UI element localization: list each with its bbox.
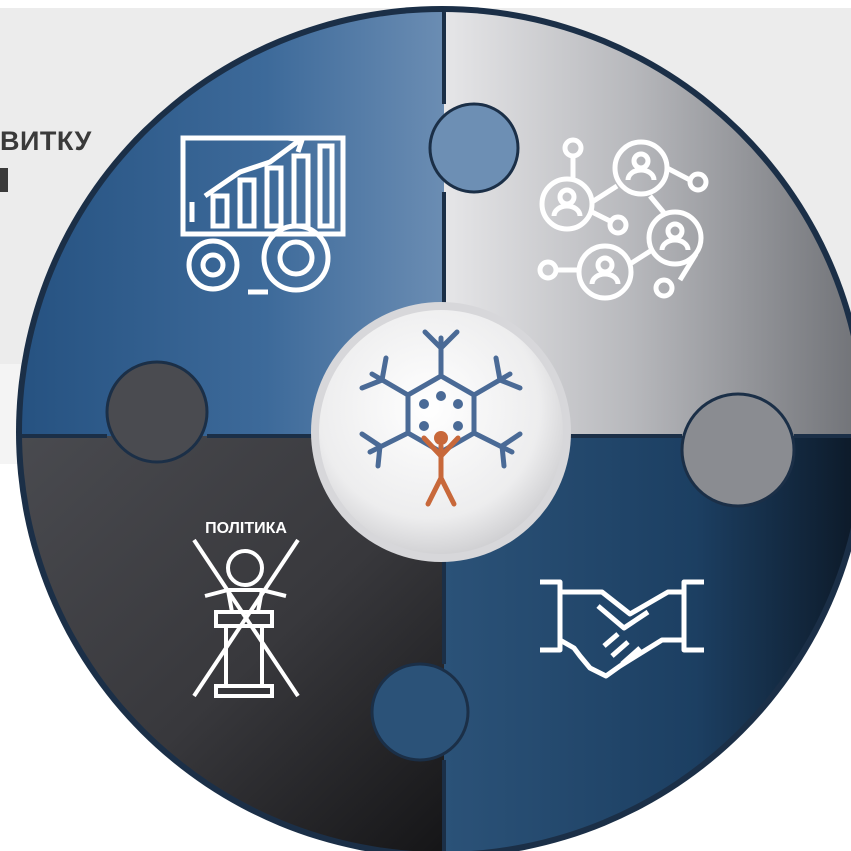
crossed-out-politician-icon [192, 538, 300, 698]
handshake-icon [540, 579, 704, 679]
tab-top [428, 102, 520, 194]
people-network-icon [537, 137, 709, 301]
growth-chart-gears-icon [180, 135, 346, 295]
tab-bottom [370, 662, 470, 762]
politics-label: ПОЛІТИКА [205, 520, 287, 537]
partial-heading: ВИТКУ [0, 126, 92, 156]
snowflake-person-network-icon [359, 329, 523, 507]
tab-right [680, 392, 796, 508]
partial-heading-fragment [0, 168, 8, 192]
tab-left [105, 360, 209, 464]
